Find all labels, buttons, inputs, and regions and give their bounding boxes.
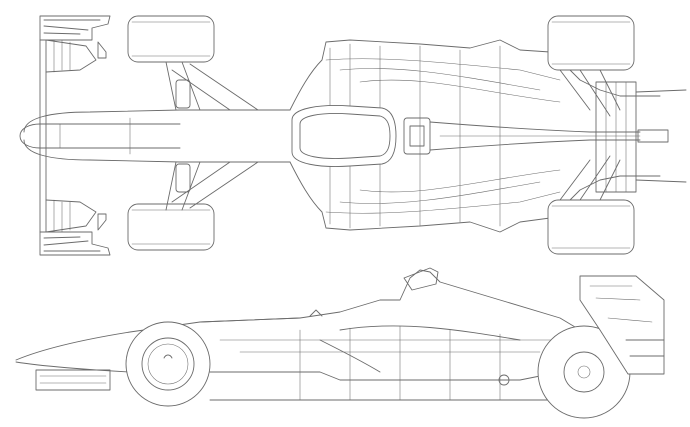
side-front-wing (15, 317, 301, 391)
side-rear-wing (579, 275, 665, 375)
side-body (199, 267, 581, 401)
front-right-wheel (127, 203, 215, 251)
cockpit (291, 105, 431, 167)
front-wing (39, 15, 111, 256)
rear-wing (595, 81, 687, 193)
rear-suspension (559, 69, 621, 201)
engine-cover (429, 121, 669, 151)
side-front-wheel (125, 321, 211, 407)
nose-cone (19, 109, 291, 163)
front-left-wheel (127, 15, 215, 63)
top-view (19, 15, 687, 256)
front-suspension (165, 61, 259, 211)
rear-right-wheel (547, 199, 635, 255)
rear-left-wheel (547, 15, 635, 71)
side-rear-wheel (537, 325, 631, 419)
side-view (15, 267, 665, 419)
